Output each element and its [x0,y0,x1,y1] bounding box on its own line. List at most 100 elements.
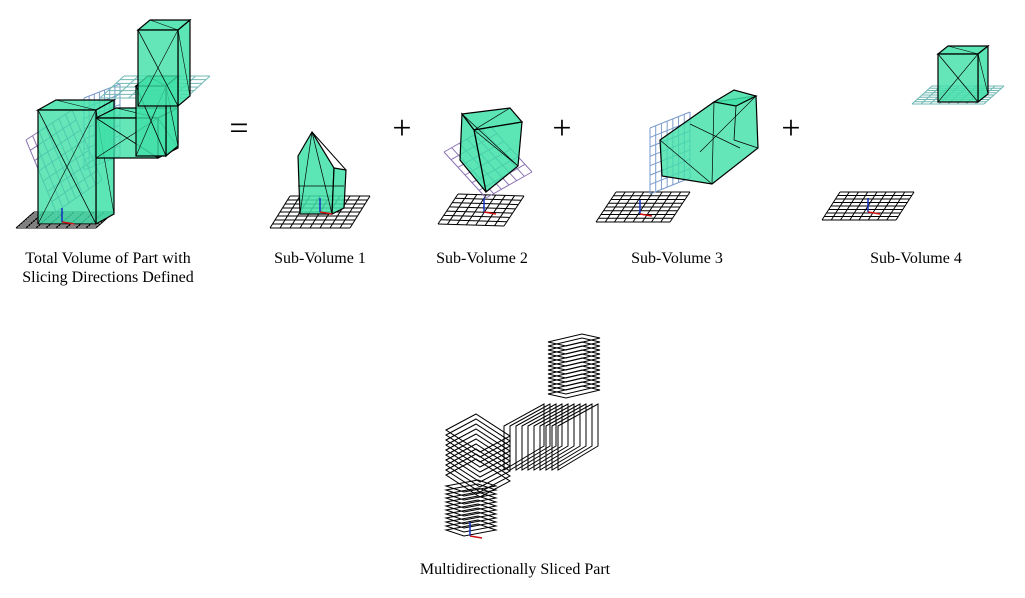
slice-contour [522,404,562,470]
caption-sub-volume-2: Sub-Volume 2 [436,250,528,267]
plus-sign-2: + [552,110,572,147]
plus-sign-3: + [781,110,801,147]
mesh-edge [660,140,712,184]
total-top-block [138,20,190,106]
mesh-edge [474,130,518,166]
slice-contour [446,488,496,500]
slice-contour [446,414,510,452]
grid-line [878,192,896,220]
slice-contour [446,484,496,496]
mesh-edge [300,132,312,214]
grid-line [438,224,504,226]
mesh-edge [734,140,758,148]
slice-contour [446,516,496,528]
grid-line [650,178,690,194]
slice-contour [446,419,510,457]
base-grid-sub3 [596,192,690,222]
slice-contour [446,429,510,467]
axis-x [868,212,880,214]
grid-line [504,196,524,226]
mesh-edge [938,54,978,102]
slice-contour [446,512,496,524]
equals-sign: = [229,110,249,147]
axis-x [484,212,496,214]
slice-contour [548,374,600,386]
axis-triad [320,198,332,214]
slice-contour [548,370,600,382]
grid-line [340,196,360,228]
axis-triad [640,200,652,216]
total-volume-figure [16,20,210,228]
slice-contour [546,404,586,470]
slice-contour [446,492,496,504]
axis-x [640,214,652,216]
grid-line [495,196,515,226]
grid-line [455,198,521,200]
grid-line [485,195,505,225]
sub-volume-1-figure [270,132,370,228]
slice-contour [552,404,592,470]
slice-contour [446,444,510,482]
axis-x [62,222,74,224]
plus-sign-1: + [392,110,412,147]
total-lower-column [38,100,114,224]
caption-sliced-part: Multidirectionally Sliced Part [419,561,611,578]
grid-line [330,196,350,228]
slice-contour [446,524,496,536]
sliced-part-figure [446,334,600,538]
grid-line [896,192,914,220]
caption-sub-volume-1: Sub-Volume 1 [274,250,366,267]
slice-contour [510,404,550,470]
grid-line [868,192,886,220]
grid-line [447,194,467,224]
grid-line [650,112,690,128]
axis-triad [470,522,482,538]
axis-x [470,536,482,538]
sub3-bracket [660,90,758,184]
caption-total-volume: Total Volume of Part with Slicing Direct… [22,250,194,286]
slice-contour [446,520,496,532]
mesh-edge [474,108,510,130]
sub4-block [938,46,988,102]
slice-contour [446,500,496,512]
grid-line [447,211,513,213]
slice-contour [528,404,568,470]
sub-volume-4-figure [822,46,1004,220]
slice-contour [548,386,600,398]
mesh-edge [700,96,756,152]
block-front [460,114,486,192]
slice-contour [534,404,574,470]
slice-contour [548,350,600,362]
slice-contour [446,449,510,487]
mesh-edge [38,110,96,224]
slice-contour [446,504,496,516]
mesh-edge [312,132,346,170]
slice-contour [548,366,600,378]
slice-contour [446,508,496,520]
grid-line [984,86,1004,104]
grid-line [84,84,120,98]
axis-triad [62,208,74,224]
slice-contour [446,424,510,462]
bracket-body [660,96,758,184]
grid-line [444,215,510,217]
grid-line [476,195,496,225]
slice-contour [548,342,600,354]
slice-contour [548,354,600,366]
grid-line [441,220,507,222]
sub-volume-2-figure [438,108,532,226]
grid-line [350,196,370,228]
mesh-edge [712,102,714,184]
slice-contour [558,404,598,470]
grid-line [642,192,662,222]
grid-line [449,207,515,209]
base-grid-sub2 [438,194,524,226]
grid-line [887,192,905,220]
mesh-edge [462,114,518,166]
grid-line [438,194,458,224]
grid-line [457,195,477,225]
mesh-edge [178,30,190,96]
prism-front [298,132,334,214]
caption-sub-volume-3: Sub-Volume 3 [631,250,723,267]
